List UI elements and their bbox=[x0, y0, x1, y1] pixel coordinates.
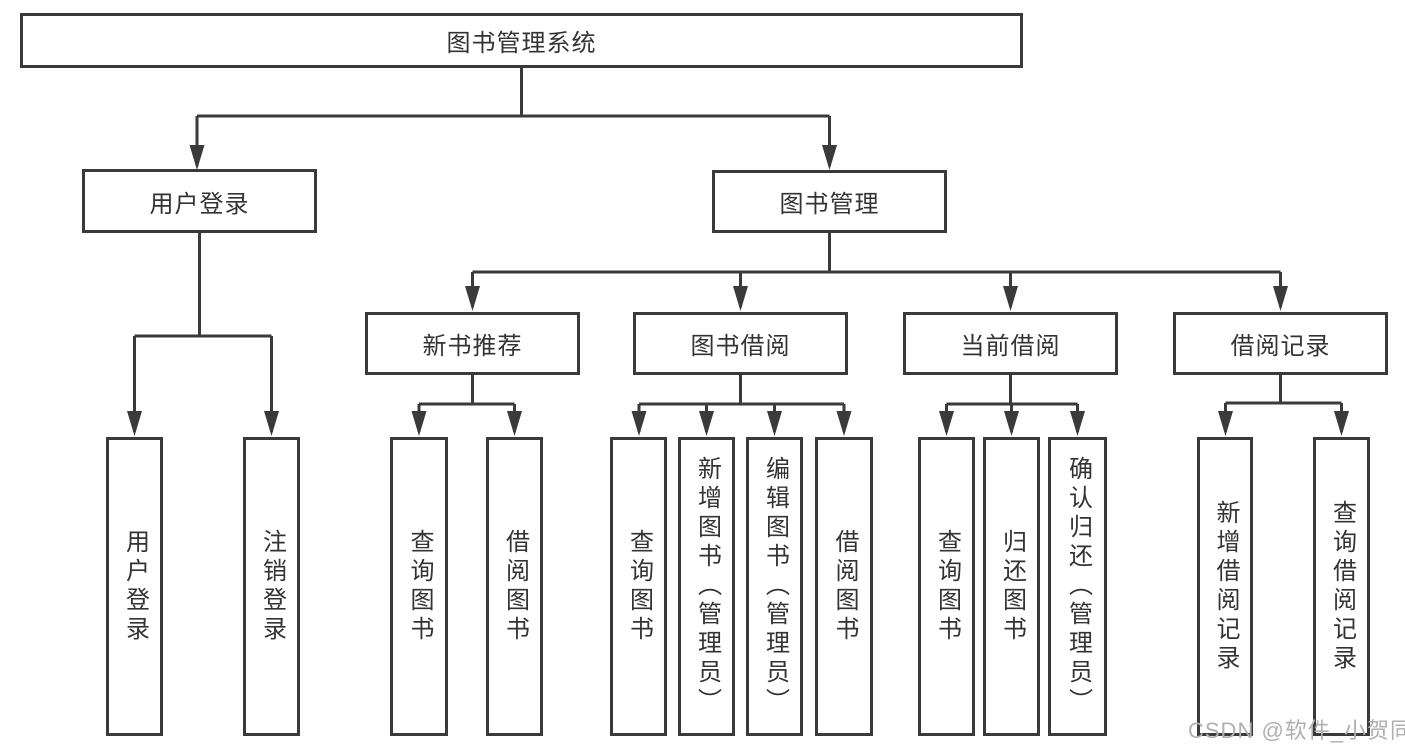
leaf-label: 注销登录 bbox=[258, 528, 286, 645]
leaf-add-books-admin: 新增图书（管理员） bbox=[678, 437, 735, 736]
leaf-edit-books-admin: 编辑图书（管理员） bbox=[746, 437, 803, 736]
leaf-query-borrow-record: 查询借阅记录 bbox=[1313, 437, 1370, 736]
leaf-label: 查询图书 bbox=[406, 528, 433, 645]
leaf-user-login: 用户登录 bbox=[106, 437, 163, 736]
arrowhead bbox=[127, 411, 142, 436]
node-current-borrow: 当前借阅 bbox=[903, 312, 1118, 375]
connector-current-borrow bbox=[945, 375, 1079, 432]
leaf-confirm-return-admin: 确认归还（管理员） bbox=[1048, 437, 1107, 736]
connector-borrow-records bbox=[1224, 375, 1343, 432]
leaf-label: 查询借阅记录 bbox=[1328, 499, 1356, 674]
leaf-label: 确认归还（管理员） bbox=[1064, 456, 1092, 717]
arrowhead bbox=[822, 145, 837, 170]
connector-user-login bbox=[133, 233, 273, 432]
leaf-borrow-books-borrow: 借阅图书 bbox=[815, 437, 873, 736]
leaf-label: 查询图书 bbox=[625, 528, 653, 645]
leaf-label: 用户登录 bbox=[121, 528, 149, 645]
arrowhead bbox=[733, 286, 748, 311]
node-borrow-records: 借阅记录 bbox=[1173, 312, 1388, 375]
node-new-book-recommend: 新书推荐 bbox=[365, 312, 580, 375]
arrowhead bbox=[767, 411, 782, 436]
arrowhead bbox=[1070, 411, 1085, 436]
node-book-borrow: 图书借阅 bbox=[633, 312, 848, 375]
arrowhead bbox=[631, 411, 647, 436]
connector-root-level2 bbox=[195, 68, 831, 166]
leaf-label: 新增借阅记录 bbox=[1212, 499, 1239, 674]
arrowhead bbox=[1004, 411, 1019, 436]
leaf-label: 编辑图书（管理员） bbox=[761, 456, 789, 717]
arrowhead bbox=[507, 411, 522, 436]
leaf-add-borrow-record: 新增借阅记录 bbox=[1197, 437, 1253, 736]
arrowhead bbox=[1218, 411, 1233, 436]
leaf-query-books-recommend: 查询图书 bbox=[390, 437, 448, 736]
connector-book-management bbox=[471, 233, 1282, 307]
arrowhead bbox=[1003, 286, 1018, 311]
watermark: CSDN @软件_小贺同学 bbox=[1188, 718, 1405, 743]
leaf-label: 查询图书 bbox=[933, 528, 961, 645]
arrowhead bbox=[1273, 286, 1288, 311]
leaf-label: 借阅图书 bbox=[831, 528, 858, 645]
leaf-borrow-books-recommend: 借阅图书 bbox=[486, 437, 543, 736]
leaf-return-books: 归还图书 bbox=[983, 437, 1040, 736]
node-user-login: 用户登录 bbox=[82, 169, 317, 233]
leaf-label: 归还图书 bbox=[998, 528, 1026, 645]
arrowhead bbox=[465, 286, 480, 311]
node-book-management: 图书管理 bbox=[712, 170, 947, 233]
arrowhead bbox=[1334, 411, 1349, 436]
leaf-label: 新增图书（管理员） bbox=[693, 456, 721, 717]
node-library-management-system: 图书管理系统 bbox=[20, 13, 1023, 68]
arrowhead bbox=[411, 411, 427, 436]
connector-new-book-recommend bbox=[417, 375, 516, 432]
arrowhead bbox=[699, 411, 714, 436]
arrowhead bbox=[939, 411, 954, 436]
connector-book-borrow bbox=[637, 375, 846, 432]
arrowhead bbox=[189, 145, 205, 170]
leaf-query-books-borrow: 查询图书 bbox=[610, 437, 667, 736]
leaf-query-books-current: 查询图书 bbox=[918, 437, 975, 736]
leaf-logout: 注销登录 bbox=[243, 437, 300, 736]
arrowhead bbox=[836, 411, 852, 436]
arrowhead bbox=[264, 411, 279, 436]
leaf-label: 借阅图书 bbox=[501, 528, 529, 645]
